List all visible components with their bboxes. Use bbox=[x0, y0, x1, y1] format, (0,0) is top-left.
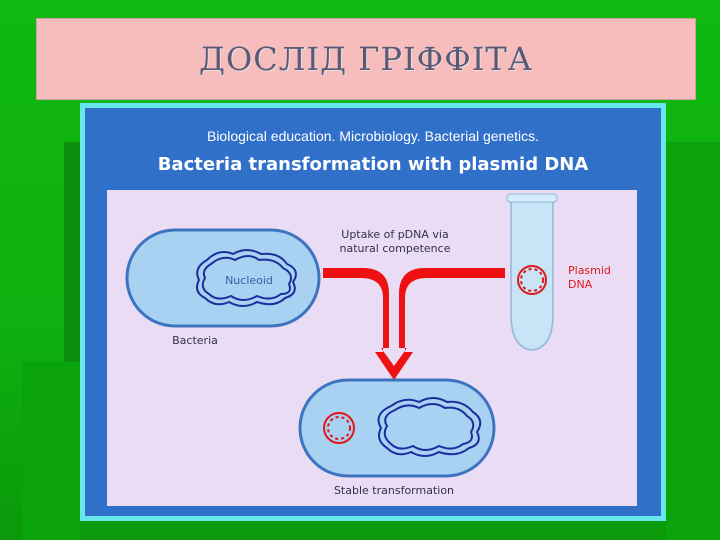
transformed-bacterium-cell bbox=[298, 378, 496, 478]
background-bar-left-low bbox=[22, 362, 80, 540]
nucleoid-label: Nucleoid bbox=[225, 274, 273, 287]
bacteria-label: Bacteria bbox=[172, 334, 218, 347]
slide-frame: Biological education. Microbiology. Bact… bbox=[80, 103, 666, 521]
merge-arrow bbox=[323, 268, 505, 380]
plasmid-label-line1: Plasmid bbox=[568, 264, 611, 277]
background-bar-right bbox=[666, 142, 720, 540]
transformation-diagram: Nucleoid Bacteria Uptake of pDNA via nat… bbox=[125, 193, 611, 497]
plasmid-label-line2: DNA bbox=[568, 278, 593, 291]
slide-heading: Bacteria transformation with plasmid DNA bbox=[157, 154, 589, 175]
transformed-plasmid-dna bbox=[323, 412, 355, 444]
uptake-label-line2: natural competence bbox=[340, 242, 451, 255]
plasmid-dna-tube bbox=[517, 265, 547, 295]
nucleoid-dna bbox=[196, 249, 297, 307]
slide-subtitle: Biological education. Microbiology. Bact… bbox=[206, 128, 540, 144]
slide-title: ДОСЛІД ГРІФФІТА bbox=[199, 40, 533, 78]
title-box: ДОСЛІД ГРІФФІТА bbox=[36, 18, 696, 100]
uptake-label-line1: Uptake of pDNA via bbox=[341, 228, 448, 241]
diagram-panel: Nucleoid Bacteria Uptake of pDNA via nat… bbox=[107, 190, 637, 506]
stable-transformation-label: Stable transformation bbox=[334, 484, 454, 497]
tube-cap bbox=[506, 193, 558, 203]
slide-content: Biological education. Microbiology. Bact… bbox=[85, 108, 661, 516]
transformed-nucleoid-dna bbox=[377, 397, 482, 457]
plasmid-tube bbox=[510, 197, 554, 351]
